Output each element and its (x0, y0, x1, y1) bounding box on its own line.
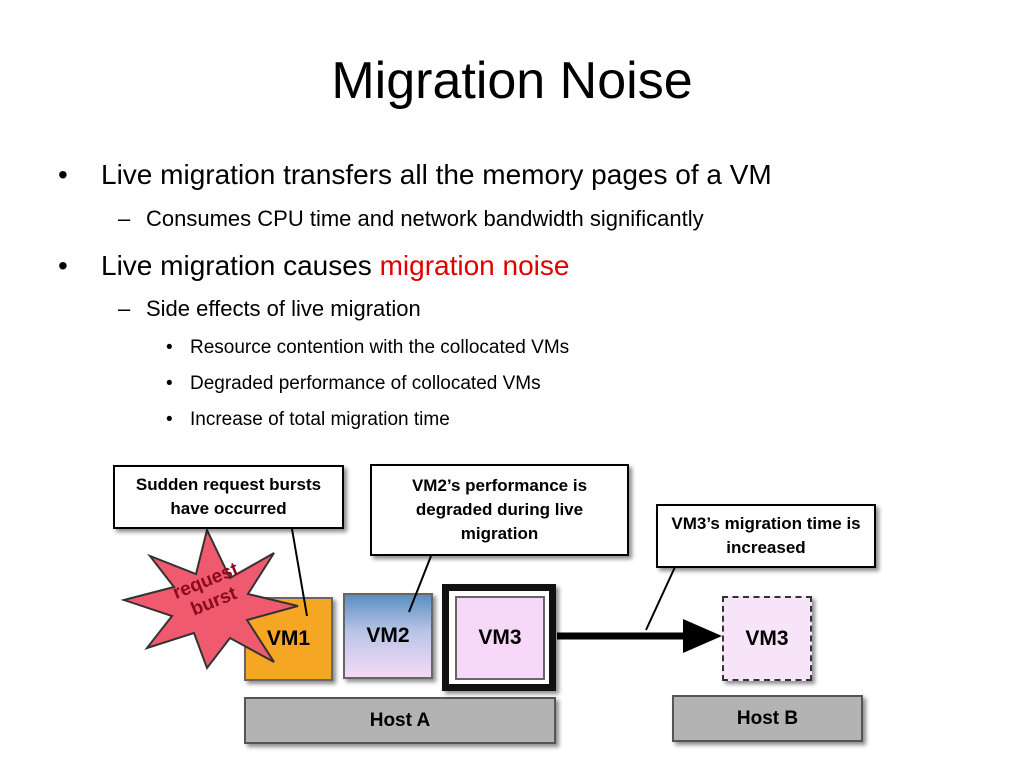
callout-vm3-time: VM3’s migration time is increased (656, 504, 876, 568)
vm2: VM2 (343, 593, 433, 679)
sub-item: Resource contention with the collocated … (190, 337, 570, 358)
vm3-destination: VM3 (722, 596, 812, 681)
bullet-1: Live migration transfers all the memory … (101, 159, 772, 190)
bullet-marker: • (166, 409, 173, 430)
sub-item: Degraded performance of collocated VMs (190, 373, 541, 394)
host-a: Host A (244, 697, 556, 744)
sub-item: Increase of total migration time (190, 409, 450, 430)
connector-vm3 (645, 566, 676, 631)
bullet-2: Live migration causes migration noise (101, 249, 569, 283)
bullet-1-sub-1: Consumes CPU time and network bandwidth … (146, 206, 704, 231)
bullet-marker: • (58, 159, 68, 190)
dash-marker: – (118, 296, 131, 321)
bullet-2-text: Live migration causes (101, 250, 380, 281)
bullet-marker: • (166, 337, 173, 358)
bullet-marker: • (58, 250, 68, 281)
bullet-marker: • (166, 373, 173, 394)
bullet-2-sub-1: Side effects of live migration (146, 296, 421, 321)
burst-star (120, 527, 299, 671)
migration-noise-highlight: migration noise (379, 250, 570, 281)
callout-vm2-degraded: VM2’s performance is degraded during liv… (370, 464, 629, 556)
vm3: VM3 (455, 596, 545, 680)
host-b: Host B (672, 695, 863, 742)
callout-request-burst: Sudden request bursts have occurred (113, 465, 344, 529)
connector-burst (291, 528, 308, 617)
connector-vm2 (408, 555, 432, 613)
dash-marker: – (118, 206, 131, 231)
slide-title: Migration Noise (331, 52, 693, 110)
migration-arrow-head (683, 619, 722, 653)
